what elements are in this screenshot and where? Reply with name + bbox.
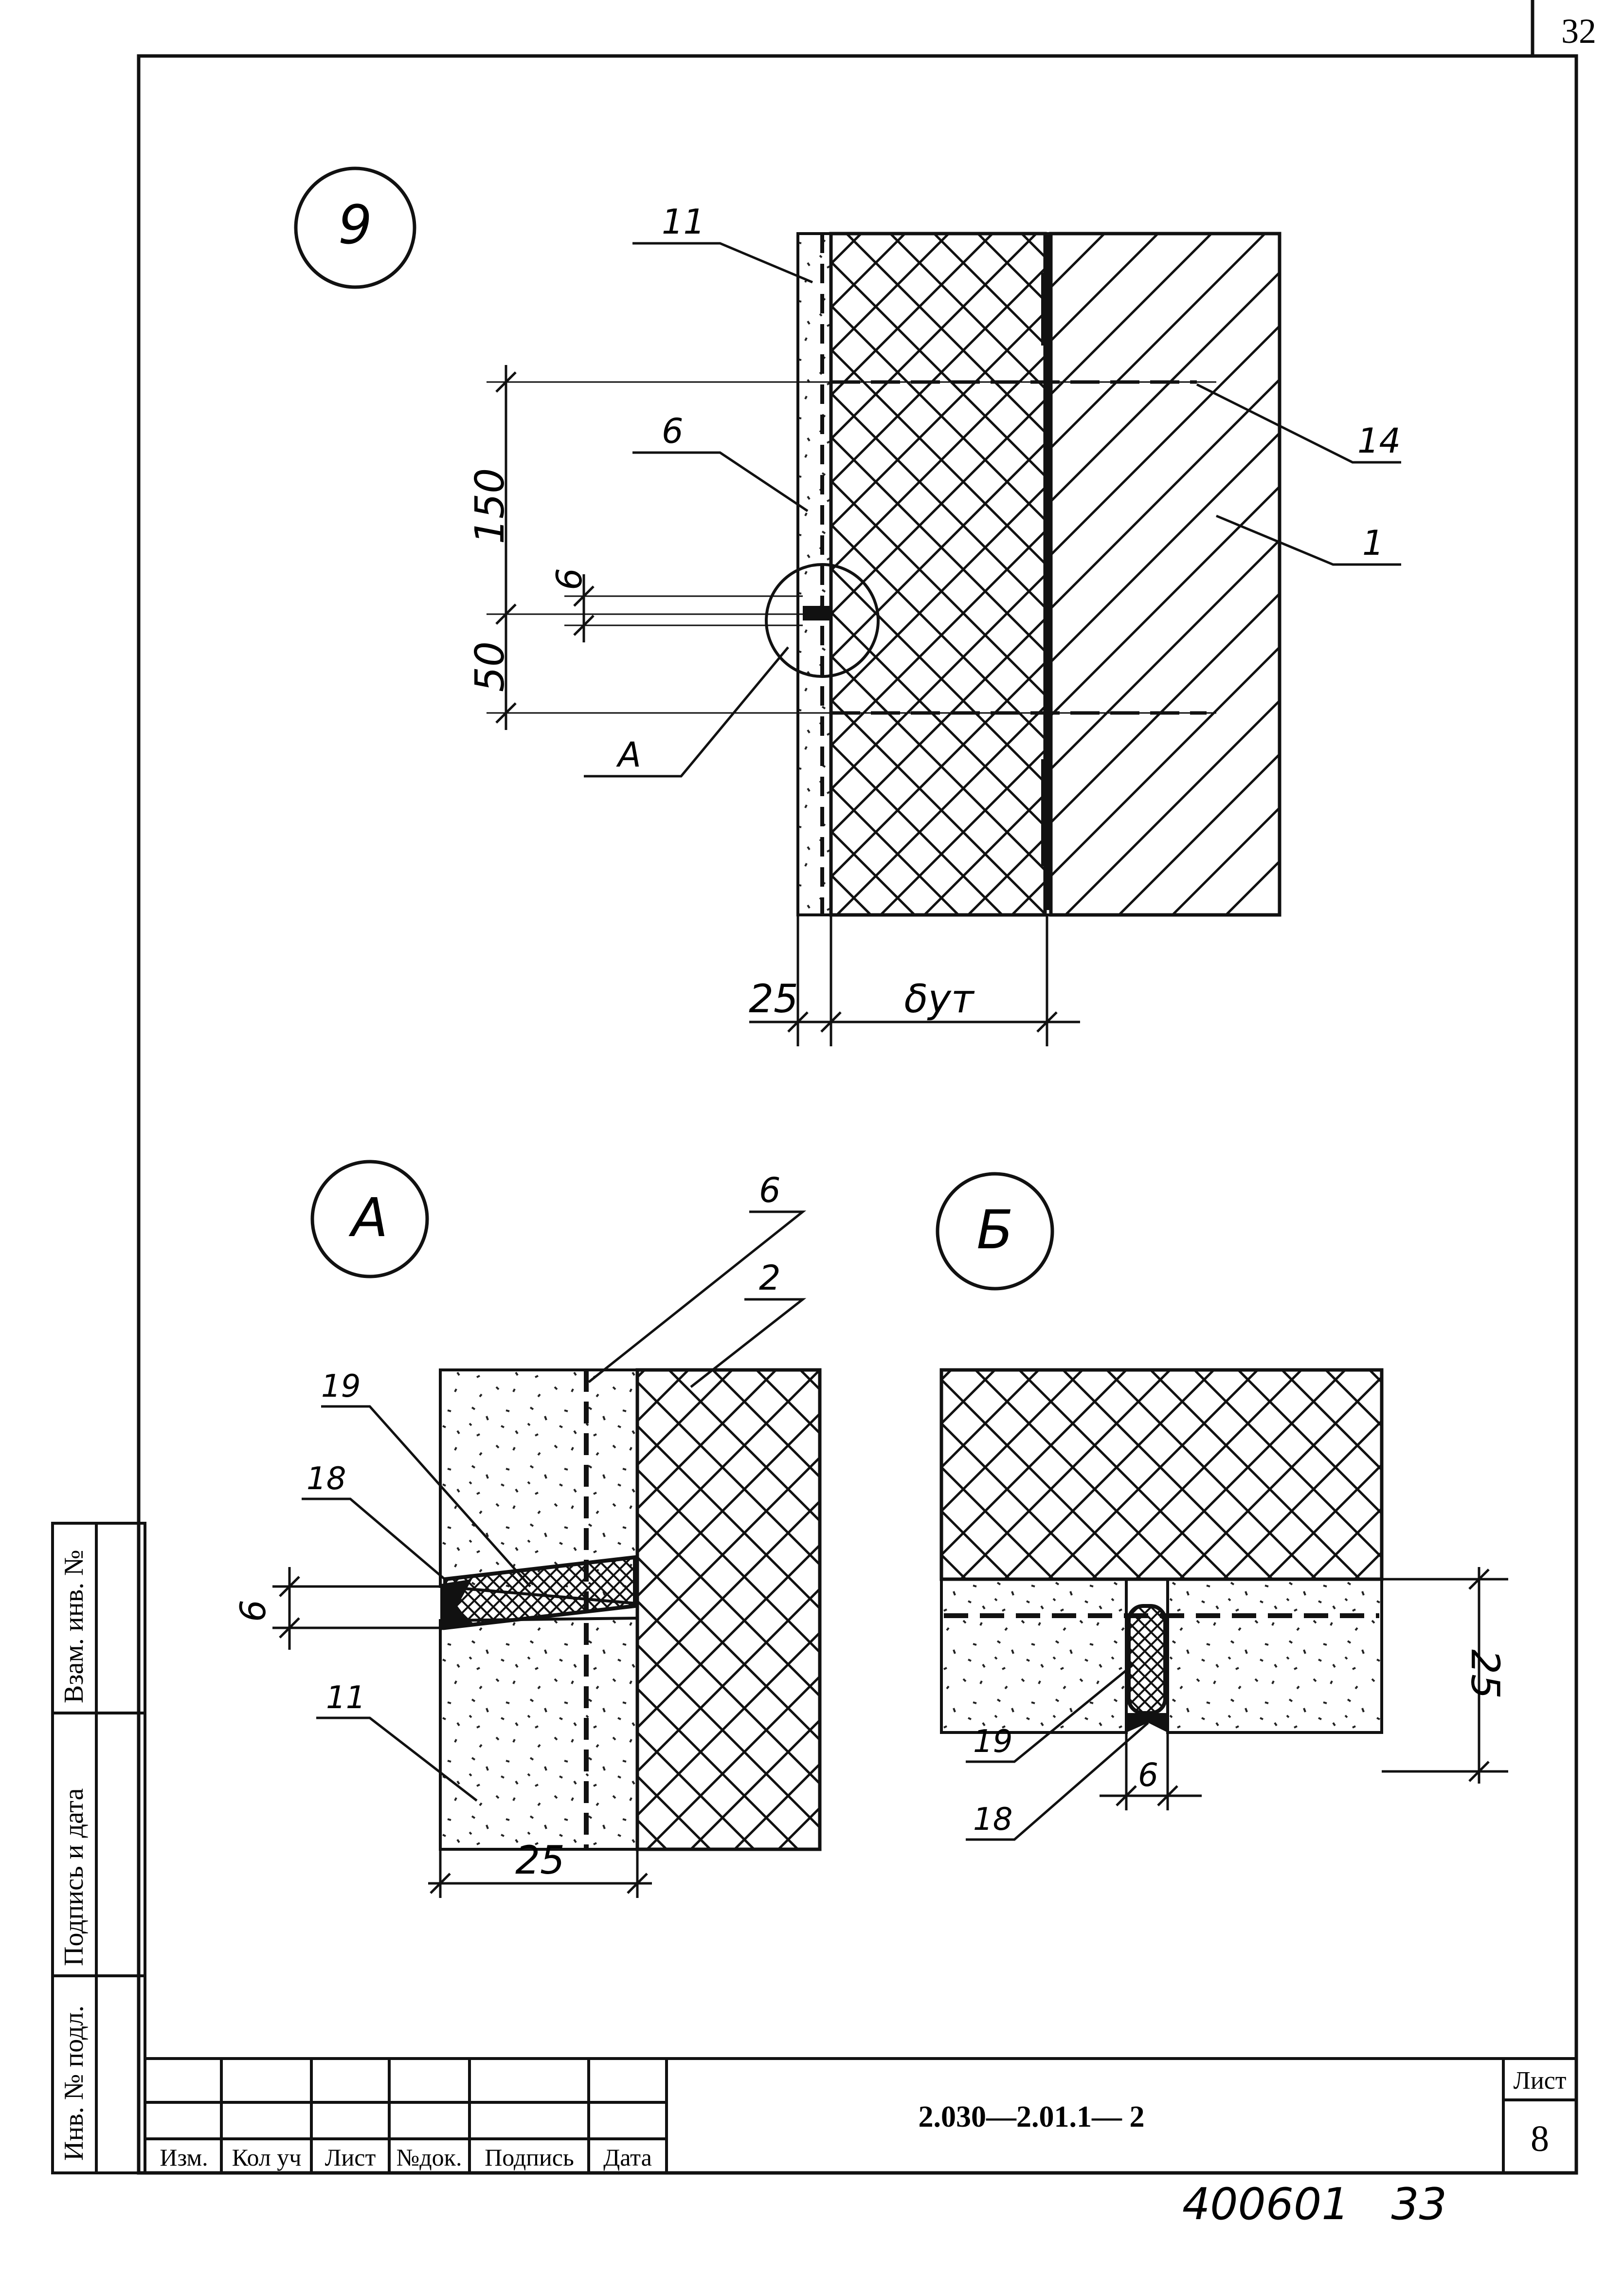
nodeA-dim-6: 6 (233, 1600, 273, 1622)
sheet-label: Лист (1514, 2067, 1567, 2095)
nodeB-dim-25: 25 (1462, 1649, 1508, 1699)
node-B-marker: Б (976, 1199, 1013, 1261)
stamp-col-list: Лист (325, 2144, 376, 2171)
stamp-col-podpis: Подпись (485, 2144, 574, 2171)
dim-delta-ut: δут (904, 976, 975, 1021)
node-B-marker-circle (936, 1172, 1054, 1291)
node-A-callout-circle (765, 563, 880, 678)
node-B: Б 25 6 19 18 (936, 1172, 1508, 1841)
insulation-layer (829, 232, 1047, 917)
leader-14: 14 (1357, 421, 1401, 461)
nodeA-leader-19: 19 (321, 1368, 361, 1404)
nodeA-leader-6: 6 (759, 1170, 781, 1210)
nodeB-leader-18: 18 (973, 1802, 1012, 1838)
nodeA-dim-25: 25 (515, 1838, 565, 1883)
nodeB-dim-6: 6 (1138, 1756, 1158, 1794)
document-code: 2.030—2.01.1— 2 (919, 2100, 1145, 2133)
node-A-marker: A (348, 1186, 388, 1249)
node-A-marker-circle (310, 1160, 429, 1278)
leader-11: 11 (662, 202, 705, 242)
wall-layer (1049, 232, 1281, 917)
stamp-col-data: Дата (603, 2144, 652, 2171)
dim-25: 25 (749, 976, 798, 1021)
dim-150: 150 (467, 468, 513, 545)
plaster-layer (796, 232, 832, 916)
sheet-number: 8 (1531, 2118, 1549, 2159)
stamp-col-ndok: №док. (397, 2144, 462, 2171)
stamp-col-kol: Кол уч (232, 2144, 302, 2171)
node-9-marker: 9 (338, 194, 372, 256)
sheet-frame (137, 54, 1578, 2175)
side-stamp-replaced-inv: Взам. инв. № (59, 1550, 89, 1703)
nodeA-leader-18: 18 (307, 1461, 346, 1497)
stamp-col-izm: Изм. (160, 2144, 208, 2171)
leader-6: 6 (662, 411, 684, 451)
nodeB-leader-19: 19 (973, 1724, 1012, 1760)
corner-page-number: 32 (1561, 12, 1596, 51)
side-stamp-original-inv: Инв. № подл. (59, 2006, 89, 2161)
side-stamp (51, 1522, 146, 2174)
corner-number-box: 32 (1531, 0, 1596, 56)
dim-50: 50 (467, 641, 513, 692)
archive-number: 400601 33 (1182, 2179, 1447, 2230)
nodeA-leader-2: 2 (759, 1258, 781, 1298)
leader-1: 1 (1362, 523, 1384, 563)
dim-6: 6 (549, 568, 590, 590)
nodeA-leader-11: 11 (326, 1680, 365, 1716)
nodeB-joint-sealant (1127, 1604, 1167, 1715)
node-9-marker-circle (294, 166, 416, 289)
leader-A: A (616, 735, 641, 775)
node-A: A 6 25 (233, 1160, 822, 1898)
node-9: 9 (294, 166, 1401, 1046)
side-stamp-signature-date: Подпись и дата (59, 1788, 89, 1966)
title-block (145, 2057, 1576, 2173)
